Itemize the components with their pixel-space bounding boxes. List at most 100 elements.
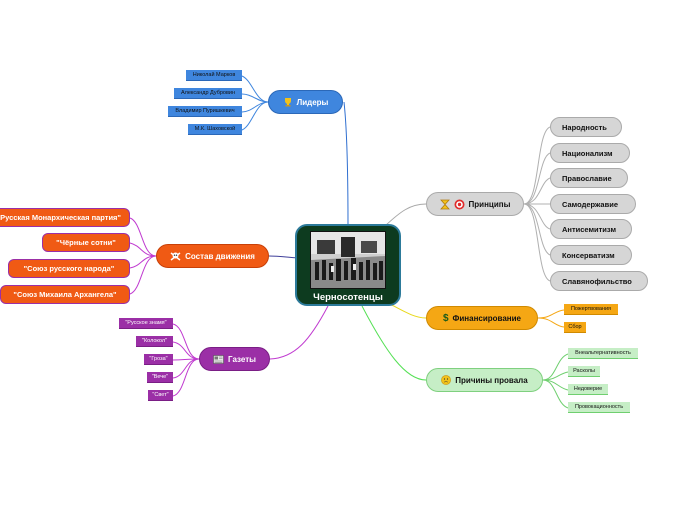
branch-reasons[interactable]: Причины провала xyxy=(426,368,543,392)
central-title: Черносотенцы xyxy=(313,292,383,303)
connector-composition xyxy=(268,255,298,259)
newspaper-item-label: "Гроза" xyxy=(149,356,168,362)
connector-newspaper-5 xyxy=(172,358,200,397)
composition-item-label: "Союз Михаила Архангела" xyxy=(13,290,117,299)
reason-item[interactable]: Провокационность xyxy=(568,402,630,413)
financing-item[interactable]: Пожертвования xyxy=(564,304,618,315)
connector-reason-4 xyxy=(542,379,569,409)
branch-composition[interactable]: Состав движения xyxy=(156,244,269,268)
leader-item-label: Николай Марков xyxy=(192,72,236,78)
connector-principle-2 xyxy=(523,152,551,205)
reason-item-label: Расколы xyxy=(573,368,595,374)
principle-item-label: Консерватизм xyxy=(562,250,615,260)
connector-newspaper-1 xyxy=(172,323,200,360)
composition-item[interactable]: "Союз Михаила Архангела" xyxy=(0,285,130,304)
reason-item-label: Провокационность xyxy=(574,404,624,410)
reason-item-label: Внеальтернативность xyxy=(575,350,631,356)
leader-item-label: Александр Дубровин xyxy=(180,90,235,96)
financing-item[interactable]: Сбор xyxy=(564,322,586,333)
connector-composition-4 xyxy=(129,255,157,295)
principle-item[interactable]: Национализм xyxy=(550,143,630,163)
connector-principle-3 xyxy=(523,177,551,205)
connector-principle-5 xyxy=(523,203,551,230)
connector-leader-3 xyxy=(241,101,269,113)
branch-financing-label: Финансирование xyxy=(452,313,522,323)
composition-item[interactable]: "Чёрные сотни" xyxy=(42,233,130,252)
hourglass-icon xyxy=(439,199,450,210)
newspaper-item-label: "Свет" xyxy=(152,392,169,398)
connector-leaders xyxy=(343,101,349,227)
branch-leaders-label: Лидеры xyxy=(296,97,329,107)
newspaper-item-label: "Русское знамя" xyxy=(125,320,167,326)
newspaper-icon xyxy=(213,354,224,364)
connector-principle-1 xyxy=(523,126,551,205)
reason-item[interactable]: Недоверие xyxy=(568,384,608,395)
principle-item-label: Славянофильство xyxy=(562,276,632,286)
branch-reasons-label: Причины провала xyxy=(455,375,528,385)
connector-principle-7 xyxy=(523,203,551,282)
principle-item[interactable]: Православие xyxy=(550,168,628,188)
principle-item[interactable]: Народность xyxy=(550,117,622,137)
newspaper-item-label: "Вече" xyxy=(151,374,169,380)
composition-item-label: "Русская Монархическая партия" xyxy=(0,213,121,222)
principle-item-label: Самодержавие xyxy=(562,199,618,209)
leader-item[interactable]: Николай Марков xyxy=(186,70,242,81)
principle-item[interactable]: Славянофильство xyxy=(550,271,648,291)
connector-financing-2 xyxy=(537,317,565,328)
financing-item-label: Пожертвования xyxy=(570,306,612,312)
central-topic[interactable]: Черносотенцы xyxy=(295,224,401,306)
newspaper-item[interactable]: "Колокол" xyxy=(136,336,173,347)
principle-item[interactable]: Антисемитизм xyxy=(550,219,632,239)
connector-leader-4 xyxy=(241,101,269,131)
composition-item[interactable]: "Русская Монархическая партия" xyxy=(0,208,130,227)
reason-item[interactable]: Внеальтернативность xyxy=(568,348,638,359)
newspaper-item[interactable]: "Вече" xyxy=(147,372,173,383)
branch-principles-label: Принципы xyxy=(468,199,511,209)
newspaper-item-label: "Колокол" xyxy=(142,338,167,344)
principle-item-label: Национализм xyxy=(562,148,613,158)
newspaper-item[interactable]: "Русское знамя" xyxy=(119,318,173,329)
newspaper-item[interactable]: "Гроза" xyxy=(144,354,173,365)
composition-item-label: "Союз русского народа" xyxy=(23,264,115,273)
leader-item-label: М.К. Шаховской xyxy=(194,126,236,132)
reason-item-label: Недоверие xyxy=(573,386,603,392)
historical-photo xyxy=(310,231,386,289)
connector-composition-1 xyxy=(129,217,157,257)
branch-composition-label: Состав движения xyxy=(185,251,255,261)
composition-item[interactable]: "Союз русского народа" xyxy=(8,259,130,278)
financing-item-label: Сбор xyxy=(568,324,582,330)
principle-item-label: Антисемитизм xyxy=(562,224,617,234)
connector-financing xyxy=(389,303,427,319)
composition-item-label: "Чёрные сотни" xyxy=(56,238,116,247)
connector-reason-1 xyxy=(542,353,569,381)
branch-principles[interactable]: Принципы xyxy=(426,192,524,216)
branch-newspapers-label: Газеты xyxy=(228,354,256,364)
branch-financing[interactable]: $ Финансирование xyxy=(426,306,538,330)
skull-crossbones-icon xyxy=(170,251,181,262)
connector-newspapers xyxy=(269,305,329,360)
principle-item-label: Православие xyxy=(562,173,612,183)
trophy-icon xyxy=(283,97,293,107)
dollar-icon: $ xyxy=(442,312,449,324)
branch-newspapers[interactable]: Газеты xyxy=(199,347,270,371)
reason-item[interactable]: Расколы xyxy=(568,366,600,377)
leader-item[interactable]: Владимир Пуришкевич xyxy=(168,106,242,117)
leader-item[interactable]: Александр Дубровин xyxy=(174,88,242,99)
newspaper-item[interactable]: "Свет" xyxy=(148,390,173,401)
principle-item[interactable]: Консерватизм xyxy=(550,245,632,265)
connector-reason-3 xyxy=(542,379,569,391)
connector-composition-3 xyxy=(129,255,157,269)
leader-item-label: Владимир Пуришкевич xyxy=(175,108,235,114)
connector-reasons xyxy=(361,305,427,381)
connector-principles xyxy=(384,203,427,227)
branch-leaders[interactable]: Лидеры xyxy=(268,90,343,114)
connector-composition-2 xyxy=(129,242,157,257)
connector-financing-1 xyxy=(537,309,565,319)
sad-face-icon xyxy=(441,375,452,385)
principle-item-label: Народность xyxy=(562,122,607,132)
principle-item[interactable]: Самодержавие xyxy=(550,194,636,214)
target-icon xyxy=(454,199,465,210)
leader-item[interactable]: М.К. Шаховской xyxy=(188,124,242,135)
